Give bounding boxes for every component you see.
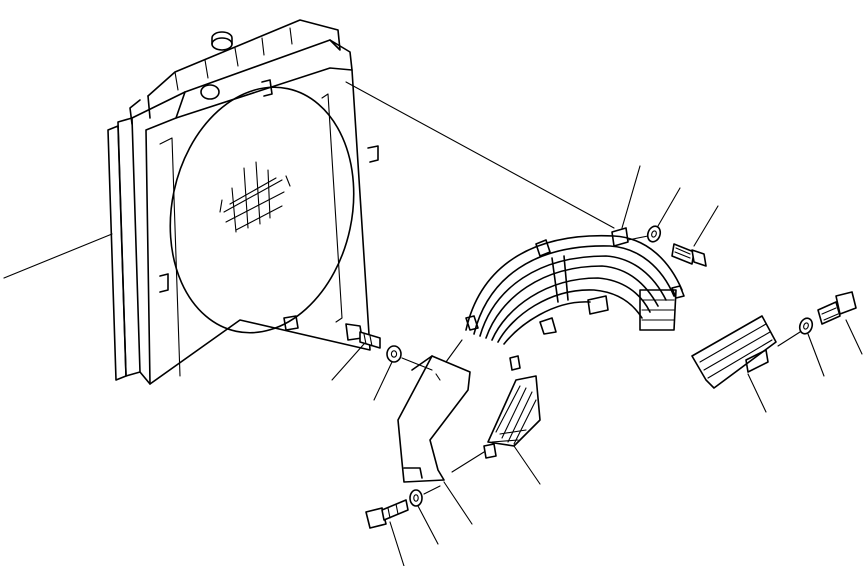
leader-left-washer [373,361,393,401]
assembly-paths [401,235,801,495]
leader-bottom-washer [417,505,439,545]
bolt-far-right [817,291,857,325]
washers [386,225,814,507]
leader-bracket [443,481,473,525]
leader-bottom-bolt [389,521,405,566]
leader-line-radiator-to-guard [345,81,615,229]
radiator-core-mesh [219,161,291,233]
bolt-left-mid [345,323,381,349]
upper-fan-guard [465,227,685,345]
leader-left-bolt [331,343,365,381]
bolt-bottom-left [365,499,409,529]
leader-left-guard [513,445,541,485]
bolt-upper-right [671,243,707,267]
leader-upper-bolt [693,205,719,247]
leader-lines [3,165,863,566]
fan-shroud-ring [169,86,355,334]
leader-upper-washer [657,187,681,227]
radiator [107,19,379,385]
leader-upper-guard-tab [621,165,641,229]
right-lower-fan-guard [691,315,777,389]
leader-radiator [3,233,113,279]
leader-right-guard [747,373,767,413]
leader-far-right-bolt [845,319,863,355]
leader-far-right-washer [807,333,825,377]
mounting-bracket [397,355,471,483]
left-lower-fan-guard [483,355,541,459]
